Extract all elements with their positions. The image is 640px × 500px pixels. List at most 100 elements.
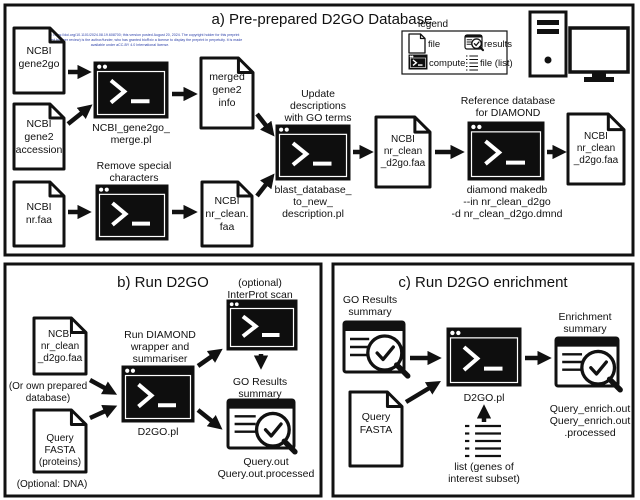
panel-c-title: c) Run D2GO enrichment xyxy=(398,274,568,291)
b-interprot-compute-icon xyxy=(226,299,298,351)
legend-results-label: results xyxy=(484,39,512,50)
text-line: nr.faa xyxy=(26,214,52,226)
text-line: NCBI xyxy=(214,195,239,207)
preprint-notice-line-1: bioRxiv preprint doi: https://doi.org/10… xyxy=(21,33,240,37)
c-go-results-icon xyxy=(342,320,411,379)
b-input-db-file-icon xyxy=(32,316,88,376)
text-line: with GO terms xyxy=(283,112,351,124)
text-line: merge.pl xyxy=(111,134,152,146)
a-diamond-compute-icon xyxy=(467,121,545,181)
c-query-file-icon xyxy=(348,390,404,468)
text-line: NCBI xyxy=(48,329,72,340)
text-line: wrapper and xyxy=(130,341,190,353)
legend-compute-icon xyxy=(408,54,428,70)
panel-b-title: b) Run D2GO xyxy=(117,274,209,291)
legend-title: legend xyxy=(418,19,448,30)
b-d2go-compute-icon xyxy=(121,365,195,423)
text-line: GO Results xyxy=(233,376,287,388)
arrow-d2go-to-results xyxy=(196,408,223,430)
c-d2go-compute-icon xyxy=(446,327,522,387)
a-merged-info-file-icon xyxy=(199,56,255,130)
text-line: NCBI_gene2go_ xyxy=(92,122,170,134)
panel-c-frame xyxy=(331,262,635,498)
text-line: gene2 xyxy=(212,84,241,96)
text-line: Reference database xyxy=(461,95,556,107)
panel-a-frame xyxy=(3,3,635,257)
text-line: accession xyxy=(16,144,63,156)
preprint-notice-line-3: available under aCC-BY 4.0 International… xyxy=(91,43,169,47)
arrow-query-to-d2go-c xyxy=(404,381,441,404)
text-line: description.pl xyxy=(282,208,344,220)
a-merge-script-label: NCBI_gene2go_merge.pl xyxy=(92,122,170,146)
arrow-db-to-d2go xyxy=(88,378,118,395)
text-line: descriptions xyxy=(290,100,346,112)
text-line: summary xyxy=(348,306,392,318)
text-line: Query.out.processed xyxy=(218,468,315,480)
text-line: diamond makedb xyxy=(467,184,548,196)
a-diamond-cmd-label: diamond makedb--in nr_clean_d2go-d nr_cl… xyxy=(452,184,563,220)
text-line: NCBI xyxy=(391,134,415,145)
text-line: info xyxy=(219,97,236,109)
text-line: .processed xyxy=(564,427,616,439)
text-line: NCBI xyxy=(26,118,51,130)
arrow-nrclean-to-blast xyxy=(255,173,275,198)
text-line: FASTA xyxy=(45,445,76,456)
legend-file-list-icon xyxy=(466,55,478,71)
text-line: gene2 xyxy=(24,131,53,143)
text-line: to_new_ xyxy=(293,196,333,208)
b-script-label: D2GO.pl xyxy=(138,426,179,438)
b-go-results-icon xyxy=(226,398,298,455)
text-line: _d2go.faa xyxy=(573,155,619,166)
c-enrichment-icon xyxy=(554,336,623,393)
text-line: blast_database_ xyxy=(274,184,351,196)
text-line: (proteins) xyxy=(39,457,81,468)
a-merge-compute-icon xyxy=(93,61,169,119)
text-line: nr_clean xyxy=(384,146,422,157)
legend-compute-label: compute xyxy=(429,58,465,69)
text-line: nr_clean. xyxy=(205,208,248,220)
a-remove-compute-icon xyxy=(95,184,169,241)
text-line: Query_enrich.out xyxy=(550,403,631,415)
a-ncbi-nr-faa-file-icon xyxy=(12,180,66,248)
legend-file-list-label: file (list) xyxy=(480,58,513,69)
b-interprot-label: (optional)InterProt scan xyxy=(227,277,293,301)
text-line: GO Results xyxy=(343,294,397,306)
b-query-file-icon xyxy=(32,408,88,474)
text-line: _d2go.faa xyxy=(37,353,83,364)
a-nr-clean-file-icon xyxy=(200,180,254,248)
text-line: Query.out xyxy=(243,456,288,468)
text-line: merged xyxy=(209,71,245,83)
text-line: Query_enrich.out xyxy=(550,415,631,427)
text-line: interest subset) xyxy=(448,473,520,485)
text-line: InterProt scan xyxy=(227,289,293,301)
c-list-icon xyxy=(465,424,501,458)
computer-icon xyxy=(528,10,630,82)
panel-a-arrows xyxy=(66,64,567,220)
text-line: nr_clean xyxy=(41,341,79,352)
legend: legend file results compute file (list) xyxy=(401,19,513,75)
text-line: characters xyxy=(109,172,158,184)
legend-file-label: file xyxy=(428,39,440,50)
text-line: summary xyxy=(238,388,282,400)
preprint-notice-line-2: (which was not certified by peer review)… xyxy=(18,38,242,42)
b-optional-dna-label: (Optional: DNA) xyxy=(17,479,88,490)
panel-b-frame xyxy=(3,262,323,498)
text-line: list (genes of xyxy=(454,461,514,473)
